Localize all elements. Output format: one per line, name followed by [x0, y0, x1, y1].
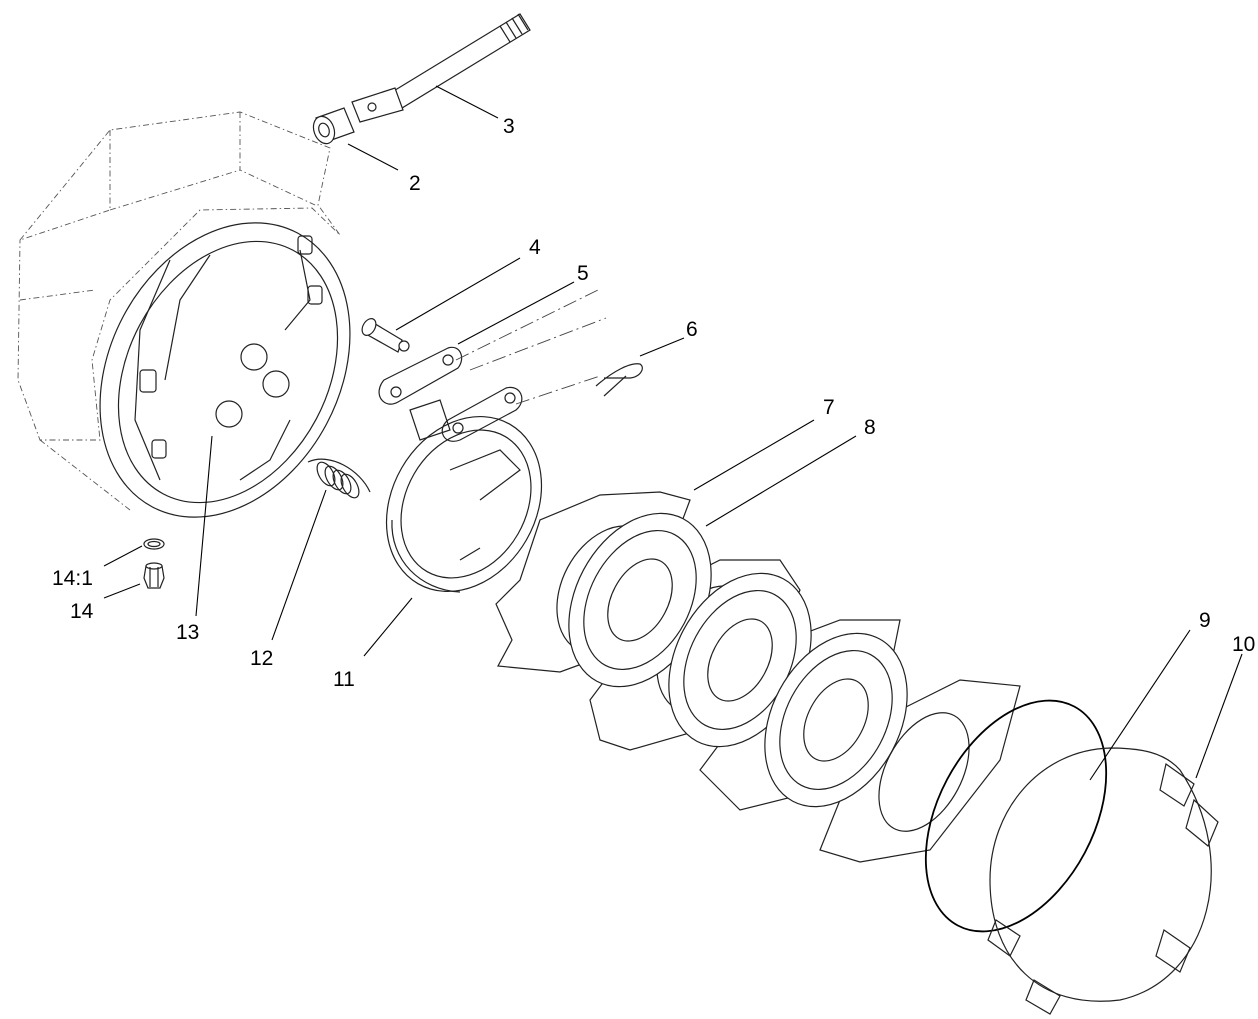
callout-4: 4 — [529, 236, 541, 259]
callout-6: 6 — [686, 318, 698, 341]
callout-14: 14 — [70, 600, 94, 623]
bushing-part — [312, 107, 355, 145]
callout-13: 13 — [176, 621, 199, 644]
callout-labels: 2 3 4 5 6 7 8 9 10 11 12 13 14 14:1 — [52, 115, 1255, 691]
callout-12: 12 — [250, 647, 273, 670]
cover-gasket-part — [987, 747, 1219, 1015]
housing-balls — [215, 343, 290, 428]
callout-14-1: 14:1 — [52, 567, 93, 590]
spring-part — [307, 458, 371, 499]
callout-3: 3 — [503, 115, 515, 138]
housing-flange — [99, 222, 351, 518]
callout-11: 11 — [333, 668, 355, 691]
housing-ghost-outline — [17, 111, 341, 511]
leader-lines — [103, 85, 1243, 781]
callout-9: 9 — [1199, 609, 1211, 632]
clevis-pin-part — [361, 318, 410, 353]
callout-5: 5 — [577, 262, 589, 285]
hairpin-clip-part — [595, 363, 643, 397]
plug-part — [143, 562, 165, 589]
callout-2: 2 — [409, 172, 421, 195]
callout-10: 10 — [1232, 633, 1255, 656]
callout-7: 7 — [823, 396, 835, 419]
large-o-ring-part — [924, 699, 1108, 933]
callout-8: 8 — [864, 416, 876, 439]
friction-discs-part — [568, 512, 908, 808]
o-ring-part — [143, 538, 165, 550]
actuator-assembly-part — [385, 399, 543, 593]
actuating-rod-part — [351, 13, 531, 123]
link-plates-part — [378, 289, 607, 442]
